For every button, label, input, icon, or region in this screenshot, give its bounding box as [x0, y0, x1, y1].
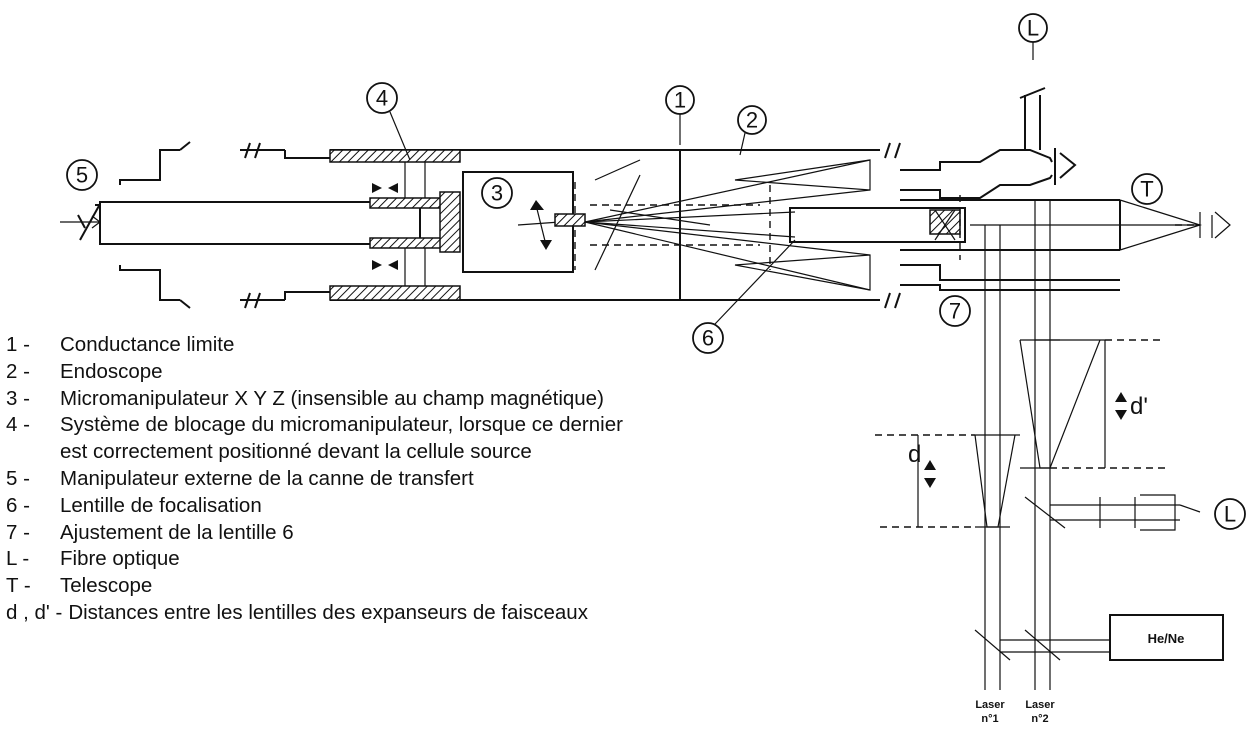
legend-text: Système de blocage du micromanipulateur,…	[60, 413, 623, 437]
svg-text:3: 3	[491, 181, 503, 206]
callout-2: 2	[737, 105, 767, 156]
transfer-rod	[60, 201, 421, 245]
legend-text: Endoscope	[60, 359, 163, 383]
svg-text:T: T	[1140, 177, 1153, 202]
legend-text: Manipulateur externe de la canne de tran…	[60, 466, 474, 490]
legend-key: d , d' -	[6, 600, 63, 624]
vacuum-chamber	[329, 142, 901, 309]
legend-item: 4 - Système de blocage du micromanipulate…	[6, 412, 623, 439]
legend-item: T - Telescope	[6, 573, 623, 600]
callout-5: 5	[66, 159, 98, 191]
legend-key: 7 -	[6, 520, 30, 544]
legend-item: 2 - Endoscope	[6, 359, 623, 386]
callout-1: 1	[665, 85, 695, 145]
legend-text: est correctement positionné devant la ce…	[60, 440, 532, 464]
svg-text:1: 1	[674, 88, 686, 113]
callout-l-right: L	[1214, 498, 1246, 530]
legend-text: Telescope	[60, 574, 153, 598]
legend-key: 1 -	[6, 333, 30, 356]
legend-text: Ajustement de la lentille 6	[60, 520, 294, 544]
svg-text:4: 4	[376, 86, 388, 111]
svg-text:L: L	[1224, 502, 1236, 527]
legend-text: Lentille de focalisation	[60, 493, 262, 517]
legend-key: T -	[6, 574, 31, 598]
legend-text: Distances entre les lentilles des expans…	[68, 600, 588, 624]
legend-item: L - Fibre optique	[6, 546, 623, 573]
label-d-prime: d'	[1130, 393, 1148, 420]
callout-7: 7	[939, 295, 971, 327]
legend-item: 6 - Lentille de focalisation	[6, 493, 623, 520]
legend-text: Conductance limite	[60, 333, 235, 356]
right-ports	[900, 87, 1231, 291]
legend-text: Micromanipulateur X Y Z (insensible au c…	[60, 386, 604, 410]
legend-item: 5 - Manipulateur externe de la canne de t…	[6, 466, 623, 493]
laser-2-line2: n°2	[1031, 713, 1048, 725]
callout-6: 6	[692, 239, 796, 354]
label-d: d	[908, 441, 921, 468]
legend-text: Fibre optique	[60, 547, 180, 571]
svg-text:6: 6	[702, 326, 714, 351]
legend-key: 6 -	[6, 493, 30, 517]
legend-key: 4 -	[6, 413, 30, 437]
svg-text:7: 7	[949, 299, 961, 324]
callout-t: T	[1131, 173, 1163, 205]
legend-item: 7 - Ajustement de la lentille 6	[6, 520, 623, 547]
svg-text:2: 2	[746, 108, 758, 133]
svg-text:L: L	[1027, 16, 1039, 41]
callout-3: 3	[481, 177, 513, 209]
legend-key: 3 -	[6, 386, 30, 410]
callout-l-top: L	[1018, 13, 1048, 60]
svg-text:5: 5	[76, 163, 88, 188]
laser-2-line1: Laser	[1025, 699, 1055, 711]
transfer-rod-housing	[95, 141, 330, 309]
legend-item: d , d' -Distances entre les lentilles de…	[6, 600, 623, 627]
legend-key: 2 -	[6, 359, 30, 383]
legend-key: 5 -	[6, 466, 30, 490]
beam-lines	[875, 200, 1224, 690]
legend: 1 - Conductance limite 2 - Endoscope 3 - Micr…	[6, 332, 623, 627]
legend-key: L -	[6, 547, 30, 571]
distance-arrows	[924, 392, 1127, 488]
legend-item: 1 - Conductance limite	[6, 332, 623, 359]
legend-item: est correctement positionné devant la ce…	[6, 439, 623, 466]
laser-1-line1: Laser	[975, 699, 1005, 711]
he-ne-label: He/Ne	[1148, 631, 1185, 646]
laser-1-line2: n°1	[981, 713, 998, 725]
focusing-lens-assembly	[789, 195, 966, 260]
legend-item: 3 - Micromanipulateur X Y Z (insensible a…	[6, 386, 623, 413]
callout-4: 4	[366, 82, 411, 161]
